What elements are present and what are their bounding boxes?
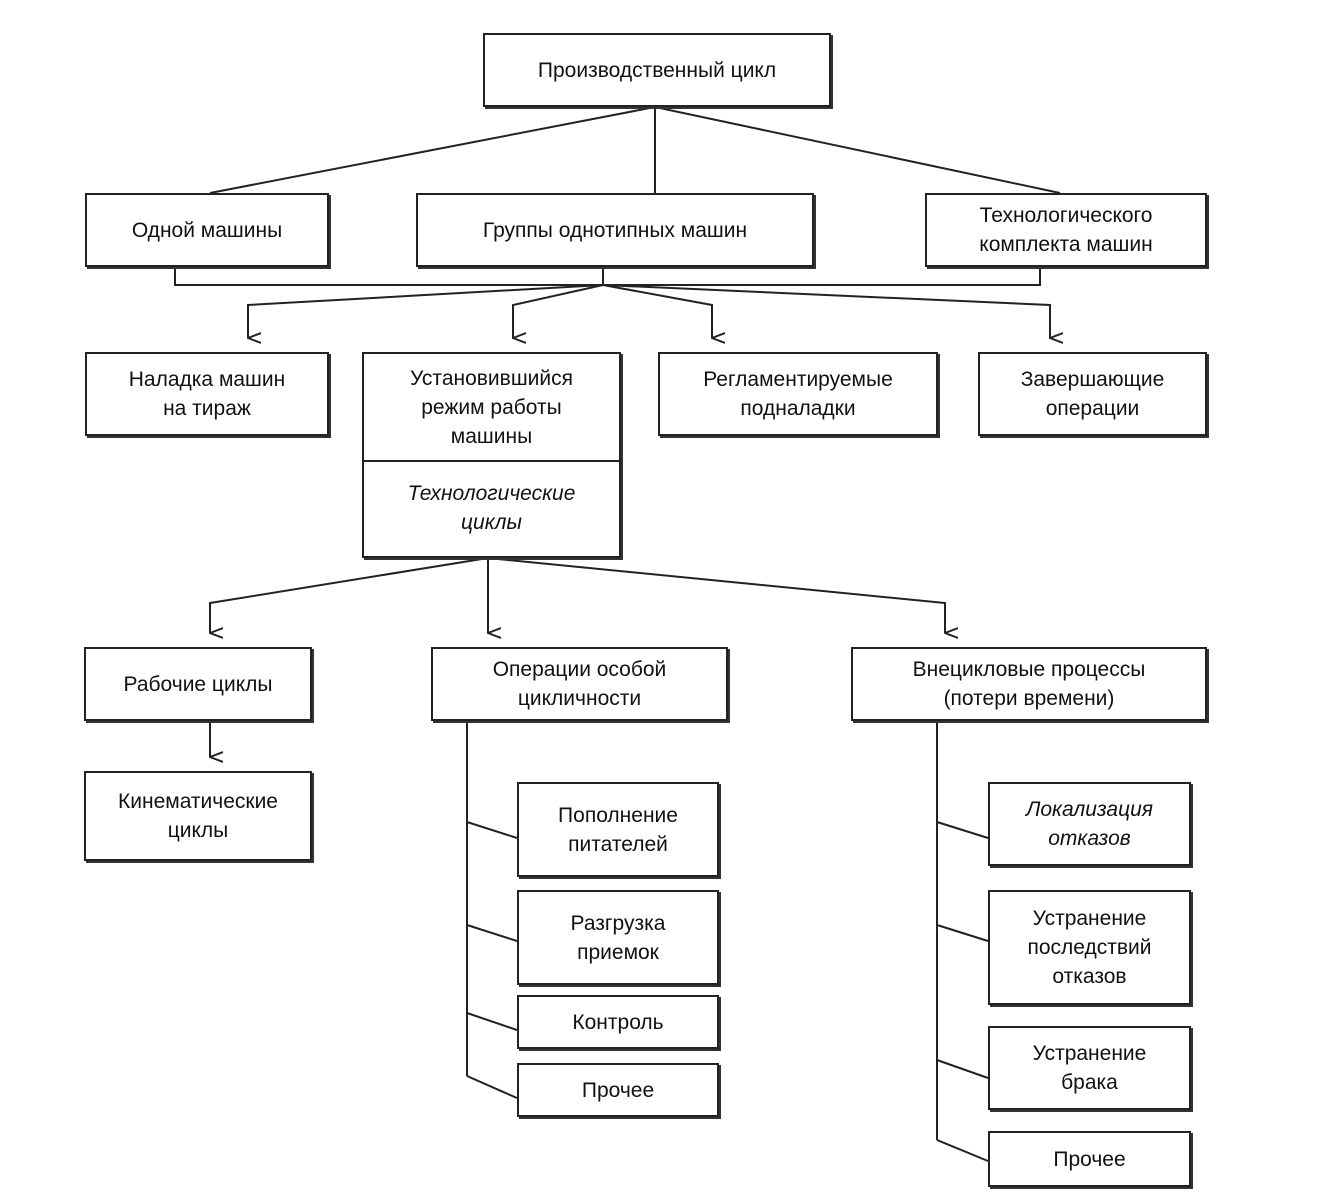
node-setup-for-run: Наладка машин на тираж <box>85 352 329 436</box>
link-replenish <box>466 821 518 839</box>
tech-cycles-section: Технологические циклы <box>364 462 619 554</box>
node-one-machine: Одной машины <box>85 193 329 267</box>
node-steady-mode: Установившийся режим работы машины Техно… <box>362 352 621 558</box>
connector-root-complex <box>654 106 1061 194</box>
node-label: Технологические циклы <box>407 482 576 534</box>
node-label: Прочее <box>1053 1147 1126 1171</box>
arrow-to-final <box>602 284 1050 338</box>
node-final-operations: Завершающие операции <box>978 352 1207 436</box>
node-label: Прочее <box>581 1078 655 1102</box>
link-other-2 <box>936 1139 989 1162</box>
arrow-to-adjust <box>602 284 712 338</box>
node-work-cycles: Рабочие циклы <box>84 647 312 721</box>
node-label: Устранение последствий отказов <box>1027 907 1152 988</box>
node-label: Локализация отказов <box>1025 798 1154 850</box>
steady-mode-section: Установившийся режим работы машины <box>364 354 619 462</box>
node-label: Разгрузка приемок <box>570 911 666 964</box>
arrow-to-work-cycles <box>209 557 489 633</box>
node-label: Производственный цикл <box>537 58 777 82</box>
arrow-to-setup <box>247 284 604 338</box>
node-label: Одной машины <box>131 218 283 242</box>
node-other-non-cyclic: Прочее <box>988 1131 1191 1187</box>
node-tech-complex: Технологического комплекта машин <box>925 193 1207 267</box>
node-replenish-feeders: Пополнение питателей <box>517 782 719 877</box>
node-defect-elimination: Устранение брака <box>988 1026 1191 1110</box>
node-failure-consequences: Устранение последствий отказов <box>988 890 1191 1005</box>
node-label: Рабочие циклы <box>123 672 273 696</box>
node-label: Установившийся режим работы машины <box>410 366 573 448</box>
link-defects <box>936 1059 989 1079</box>
link-localization <box>936 821 989 839</box>
node-label: Завершающие операции <box>1020 368 1165 420</box>
link-elimination <box>936 924 989 942</box>
arrow-to-steady <box>512 284 604 338</box>
connector-root-one-machine <box>209 106 656 194</box>
node-other-special: Прочее <box>517 1063 719 1117</box>
node-label: Устранение брака <box>1032 1042 1147 1094</box>
node-label: Контроль <box>572 1010 664 1034</box>
node-label: Наладка машин на тираж <box>128 368 286 420</box>
link-other-1 <box>466 1075 518 1099</box>
node-label: Технологического комплекта машин <box>979 204 1153 256</box>
node-label: Группы однотипных машин <box>482 218 748 242</box>
node-control: Контроль <box>517 995 719 1049</box>
link-control <box>466 1012 518 1031</box>
node-label: Операции особой цикличности <box>492 658 667 710</box>
collector-bar <box>174 268 1041 286</box>
node-kinematic-cycles: Кинематические циклы <box>84 771 312 861</box>
node-regulated-adjustments: Регламентируемые подналадки <box>658 352 938 436</box>
arrow-to-non-cyclic <box>487 557 945 633</box>
node-failure-localization: Локализация отказов <box>988 782 1191 866</box>
node-non-cyclic-processes: Внецикловые процессы (потери времени) <box>851 647 1207 721</box>
link-unload <box>466 924 518 942</box>
node-unload-receivers: Разгрузка приемок <box>517 890 719 985</box>
node-label: Пополнение питателей <box>558 803 678 856</box>
node-label: Внецикловые процессы (потери времени) <box>912 658 1146 710</box>
node-group-machines: Группы однотипных машин <box>416 193 814 267</box>
node-label: Кинематические циклы <box>118 790 278 842</box>
node-label: Регламентируемые подналадки <box>703 368 893 420</box>
node-production-cycle: Производственный цикл <box>483 33 831 107</box>
node-special-cyclic-ops: Операции особой цикличности <box>431 647 728 721</box>
